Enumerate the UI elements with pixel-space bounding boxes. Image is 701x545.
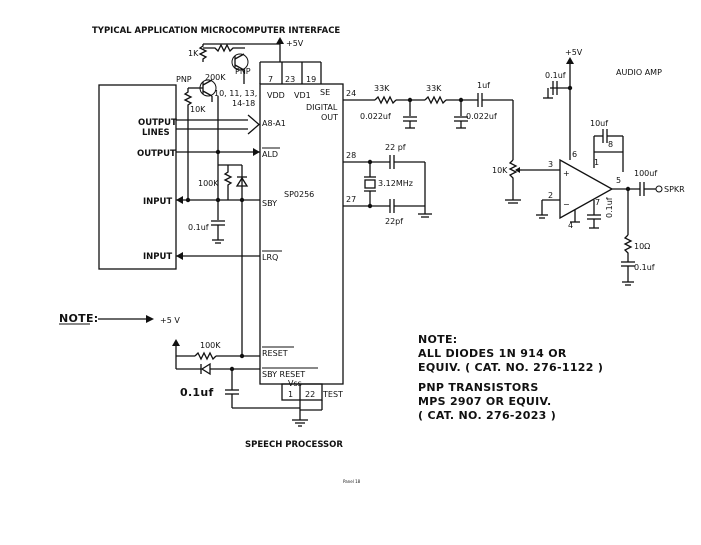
ald-label: ALD <box>262 150 278 159</box>
a-bus-label: A8-A1 <box>262 119 286 128</box>
notes-line-2: ALL DIODES 1N 914 OR <box>418 347 567 360</box>
amp-pin-4: 4 <box>568 221 573 230</box>
sp0256-chip <box>259 83 344 385</box>
amp-pin-5: 5 <box>616 176 621 185</box>
notes-line-5: MPS 2907 OR EQUIV. <box>418 395 551 408</box>
pin-22: 22 <box>305 390 315 399</box>
note-arrow-label: NOTE: <box>59 312 98 325</box>
note-arrow-value: +5 V <box>160 316 180 325</box>
amp-c-100uf-label: 100uf <box>634 169 657 178</box>
c-01-a-label: 0.1uf <box>188 223 209 232</box>
input1-label: INPUT <box>143 197 172 207</box>
amp-pin-1: 1 <box>594 158 599 167</box>
amp-pin-8: 8 <box>608 140 613 149</box>
pin-24: 24 <box>346 89 356 98</box>
speaker-label: SPKR <box>664 185 685 194</box>
pot-10k-label: 10K <box>492 166 508 175</box>
r-1k-label: 1K <box>188 49 199 58</box>
r-10k-label: 10K <box>190 105 206 114</box>
pin-23: 23 <box>285 75 295 84</box>
pin-label-vd1: VD1 <box>294 91 311 100</box>
notes-line-4: PNP TRANSISTORS <box>418 381 539 394</box>
amp-r-10-label: 10Ω <box>634 242 650 251</box>
amp-supply-label: +5V <box>565 48 583 57</box>
chip-name: SP0256 <box>284 190 314 199</box>
pin-7: 7 <box>268 75 273 84</box>
output-label: OUTPUT <box>137 149 176 159</box>
op-amp-icon <box>559 158 614 220</box>
amp-c-10uf-label: 10uf <box>590 119 608 128</box>
audio-amp-title: AUDIO AMP <box>616 68 662 77</box>
amp-pin-2: 2 <box>548 191 553 200</box>
amp-c-01-out-label: 0.1uf <box>634 263 655 272</box>
notes-line-6: ( CAT. NO. 276-2023 ) <box>418 409 556 422</box>
digital-out-1: DIGITAL <box>306 103 338 112</box>
pin-label-se: SE <box>320 88 330 97</box>
supply-arrow-icon <box>276 37 284 44</box>
amp-c-01-pin7-label: 0.1uf <box>605 197 614 218</box>
chip-caption: SPEECH PROCESSOR <box>245 440 343 450</box>
amp-plus: + <box>563 169 570 178</box>
c-0022-1-label: 0.022uf <box>360 112 391 121</box>
ground-icon <box>292 419 308 427</box>
crystal-icon <box>364 176 376 192</box>
r-33k-1-label: 33K <box>374 84 390 93</box>
r-100k-a-label: 100K <box>198 179 219 188</box>
c-1uf-label: 1uf <box>477 81 490 90</box>
test-label: TEST <box>322 390 343 399</box>
pnp1-label: PNP <box>176 75 192 84</box>
pnp2-label: PNP <box>235 67 251 76</box>
amp-minus: − <box>563 200 570 209</box>
pin-28: 28 <box>346 151 356 160</box>
xtal-label: 3.12MHz <box>378 179 413 188</box>
supply-top-label: +5V <box>286 39 304 48</box>
r-100k-b-label: 100K <box>200 341 221 350</box>
sby-reset-label: SBY RESET <box>262 370 305 379</box>
output-lines-label-1: OUTPUT <box>138 118 177 128</box>
pnp-transistor-icon <box>231 53 249 71</box>
sby-label: SBY <box>262 199 277 208</box>
pin-19: 19 <box>306 75 316 84</box>
diode-icon <box>235 176 249 187</box>
lrq-label: LRQ <box>262 253 278 262</box>
amp-pin-3: 3 <box>548 160 553 169</box>
amp-pin-6: 6 <box>572 150 577 159</box>
digital-out-2: OUT <box>321 113 338 122</box>
pin-group-1: 10, 11, 13, <box>214 89 257 98</box>
microcomputer-box <box>98 84 177 270</box>
r-33k-2-label: 33K <box>426 84 442 93</box>
pin-1: 1 <box>288 390 293 399</box>
pin-27: 27 <box>346 195 356 204</box>
input2-label: INPUT <box>143 252 172 262</box>
pin-group-2: 14-18 <box>232 99 255 108</box>
amp-pin-7: 7 <box>595 198 600 207</box>
r-200k-label: 200K <box>205 73 226 82</box>
c-01-b-label: 0.1uf <box>180 386 214 399</box>
schematic-title: TYPICAL APPLICATION MICROCOMPUTER INTERF… <box>92 26 340 36</box>
c-22pf-2-label: 22pf <box>385 217 403 226</box>
notes-line-3: EQUIV. ( CAT. NO. 276-1122 ) <box>418 361 603 374</box>
diode-icon <box>200 362 211 376</box>
reset-label: RESET <box>262 349 288 358</box>
notes-line-1: NOTE: <box>418 333 457 346</box>
panel-footer: Panel 18 <box>343 479 361 484</box>
pin-label-vdd: VDD <box>267 91 285 100</box>
amp-c-01-label: 0.1uf <box>545 71 566 80</box>
c-0022-2-label: 0.022uf <box>466 112 497 121</box>
c-22pf-1-label: 22 pf <box>385 143 406 152</box>
output-lines-label-2: LINES <box>142 128 170 138</box>
